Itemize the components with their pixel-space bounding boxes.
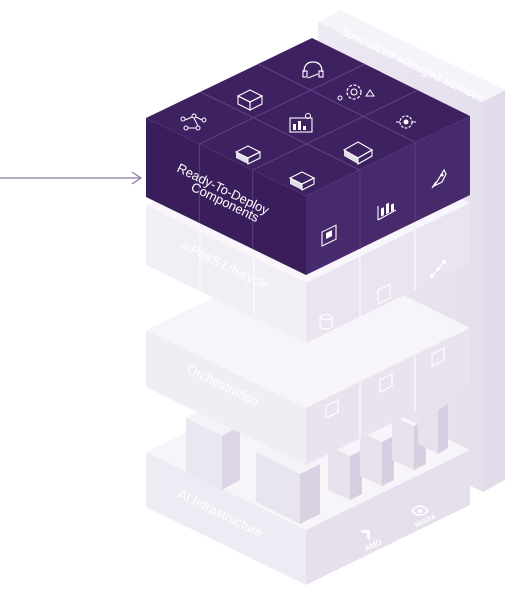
database-icon	[234, 145, 262, 165]
server-rack-icon	[256, 442, 320, 524]
layer-ready-to-deploy[interactable]: Ready-To-Deploy Components	[146, 38, 470, 275]
server-icon	[236, 89, 264, 111]
chip-icon	[321, 224, 337, 247]
server-rack-icon	[360, 432, 394, 486]
server-icon	[379, 373, 393, 393]
network-nodes-icon	[430, 260, 446, 278]
server-rack-icon	[186, 408, 240, 490]
server-icon	[431, 347, 445, 367]
database-icon	[319, 313, 333, 330]
top-grid	[199, 63, 419, 171]
network-nodes-icon	[180, 113, 207, 131]
headset-icon	[302, 61, 324, 79]
gear-network-icon	[337, 84, 375, 101]
server-racks	[186, 400, 448, 524]
analytics-icon	[289, 113, 313, 133]
plug-icon	[288, 171, 316, 191]
chart-icon	[377, 202, 397, 221]
server-rack-icon	[342, 141, 374, 165]
server-rack-icon	[418, 400, 448, 454]
chip-icon	[325, 399, 339, 419]
settings-gear-icon	[396, 115, 416, 129]
rocket-icon	[431, 168, 447, 189]
arrow-right-icon	[0, 171, 143, 185]
server-rack-icon	[328, 446, 362, 500]
server-stack-icon	[377, 283, 391, 305]
front-grid	[198, 143, 416, 249]
